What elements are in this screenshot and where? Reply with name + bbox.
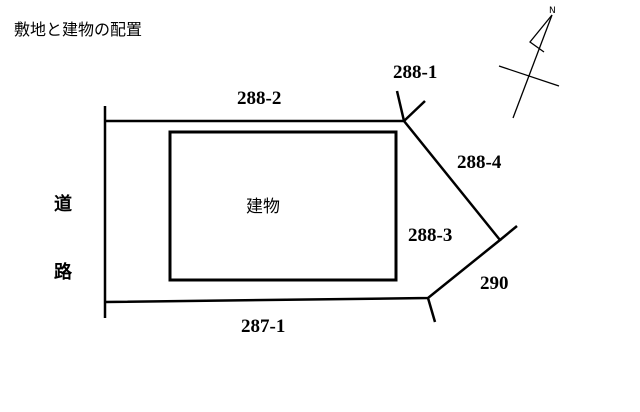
page-title: 敷地と建物の配置 <box>14 20 143 39</box>
lot-label-bottom: 287-1 <box>241 316 286 337</box>
lot-label-right-upper: 288-4 <box>457 152 502 173</box>
boundary-tick <box>499 225 518 241</box>
boundary-tick <box>395 90 406 122</box>
boundary-tick <box>403 100 426 122</box>
building-outline <box>168 130 398 282</box>
road-label-2: 路 <box>54 262 72 283</box>
site-boundary-right <box>104 120 502 304</box>
boundary-tick <box>426 297 437 323</box>
lot-label-right: 288-3 <box>408 225 453 246</box>
north-arrow-icon <box>498 14 560 119</box>
lot-label-bottom-right: 290 <box>480 273 509 294</box>
lot-label-top-right: 288-1 <box>393 62 438 83</box>
building-label: 建物 <box>246 197 280 217</box>
road-label-1: 道 <box>54 194 72 215</box>
lot-label-top: 288-2 <box>237 88 282 109</box>
north-label: N <box>549 6 556 16</box>
